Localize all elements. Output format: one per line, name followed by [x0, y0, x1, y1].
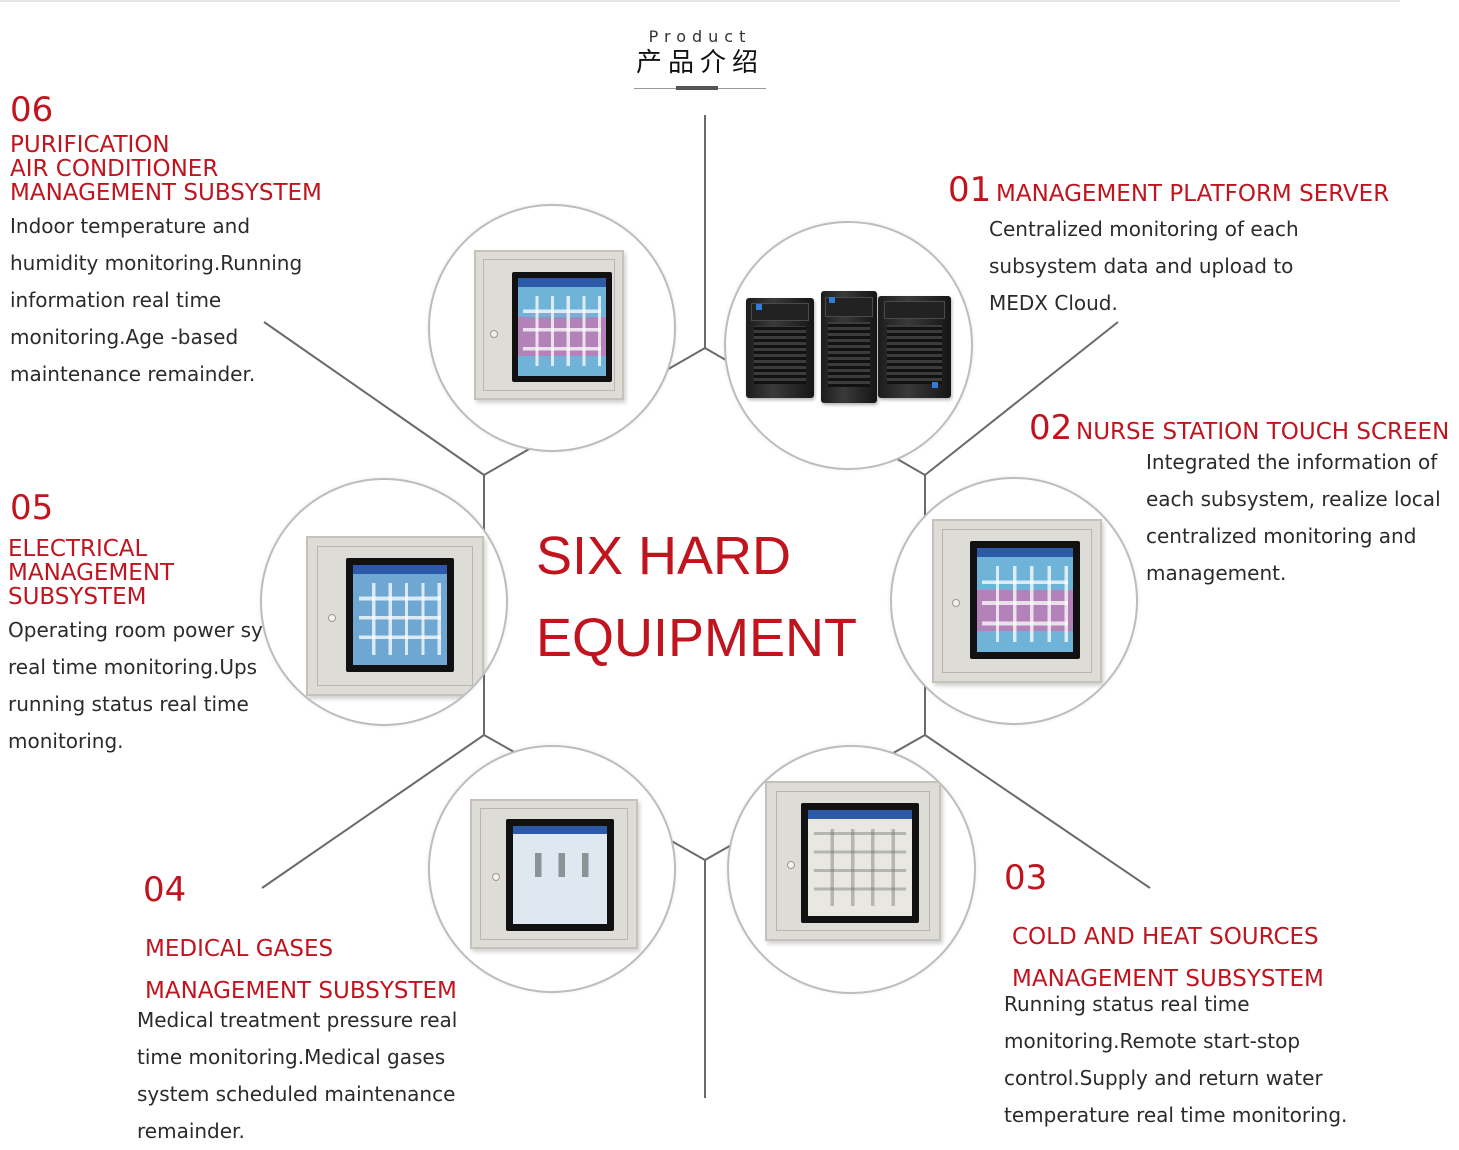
touch-screen-panel	[470, 799, 638, 949]
center-title-line1: SIX HARD	[536, 526, 792, 586]
item-04-description: Medical treatment pressure real time mon…	[137, 1008, 458, 1143]
item-04-image	[428, 745, 676, 993]
item-01-image	[724, 221, 973, 470]
header-chinese: 产品介绍	[635, 48, 764, 78]
item-01-number: 01	[948, 170, 992, 210]
item-05-number: 05	[10, 488, 54, 528]
spoke-line	[261, 734, 485, 889]
item-01-description: Centralized monitoring of each subsystem…	[989, 217, 1299, 315]
item-05-title: ELECTRICAL MANAGEMENT SUBSYSTEM	[8, 536, 175, 610]
touch-screen-panel	[306, 536, 484, 696]
item-06-number: 06	[10, 90, 54, 130]
spoke-line	[924, 734, 1151, 889]
spoke-line	[263, 321, 485, 476]
item-06-title: PURIFICATION AIR CONDITIONER MANAGEMENT …	[10, 132, 322, 206]
center-title: SIX HARD EQUIPMENT	[536, 515, 896, 679]
touch-screen-panel	[932, 519, 1102, 683]
item-02-number: 02	[1029, 408, 1073, 448]
center-title-line2: EQUIPMENT	[536, 608, 858, 668]
server-tower-center	[821, 291, 877, 403]
item-03-description: Running status real time monitoring.Remo…	[1004, 992, 1348, 1127]
item-03-image	[727, 745, 976, 994]
item-04-number: 04	[143, 870, 187, 910]
server-tower-right	[878, 296, 951, 398]
item-05-image	[260, 478, 508, 726]
item-03-number: 03	[1004, 858, 1048, 898]
touch-screen-panel	[474, 250, 624, 400]
spoke-line	[924, 321, 1119, 476]
item-02-title: NURSE STATION TOUCH SCREEN	[1076, 419, 1450, 445]
header-english: Product	[648, 27, 752, 46]
touch-screen-panel	[765, 781, 941, 941]
item-06-image	[428, 204, 676, 452]
item-02-description: Integrated the information of each subsy…	[1146, 450, 1441, 585]
item-02-image	[890, 477, 1138, 725]
header-rule-accent	[676, 86, 718, 90]
item-06-description: Indoor temperature and humidity monitori…	[10, 214, 303, 386]
item-04-title: MEDICAL GASES MANAGEMENT SUBSYSTEM	[145, 936, 457, 1004]
item-05-description: Operating room power sy real time monito…	[8, 618, 263, 753]
item-01-title: MANAGEMENT PLATFORM SERVER	[996, 181, 1390, 207]
top-divider	[0, 0, 1400, 2]
section-header: Product 产品介绍	[630, 27, 770, 90]
server-tower-left	[746, 298, 814, 398]
item-03-title: COLD AND HEAT SOURCES MANAGEMENT SUBSYST…	[1012, 924, 1324, 992]
